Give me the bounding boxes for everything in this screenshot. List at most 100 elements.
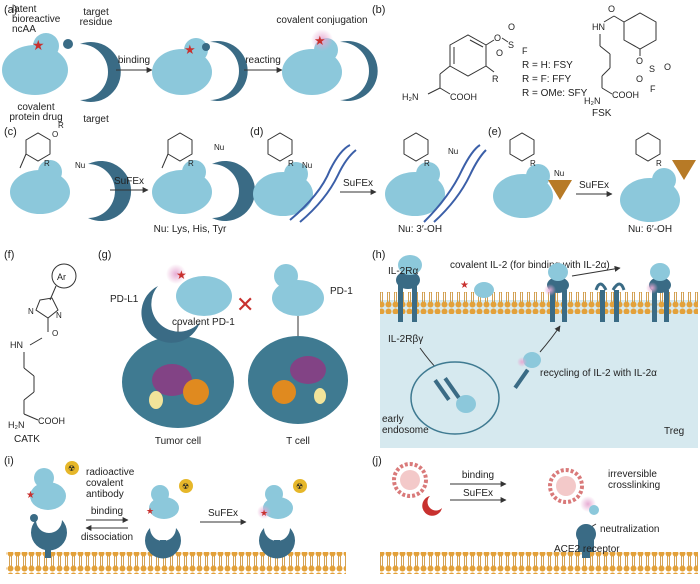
binding-arrow-label: binding (118, 55, 150, 66)
drug-lobe (33, 33, 59, 59)
text-line: covalent (86, 478, 123, 489)
o-atom: O (636, 74, 643, 84)
panel-g-label: (g) (98, 249, 111, 261)
cell-membrane (380, 552, 698, 574)
covalent-pd1-label: covalent PD-1 (172, 317, 235, 328)
panel-f-label: (f) (4, 249, 14, 261)
panel-c-caption: Nu: Lys, His, Tyr (154, 224, 227, 235)
o-atom: O (664, 62, 671, 72)
r-group: R (530, 159, 536, 168)
sufex-arrow-label: SuFEx (343, 178, 373, 189)
panel-e: (e) R Nu SuFEx R Nu: 6′-OH (488, 126, 696, 235)
fsy-structure: O S O O F R H₂N COOH (402, 22, 528, 102)
o-atom: O (508, 22, 515, 32)
nu-label: Nu (302, 161, 312, 170)
covalent-conjugation-label: covalent conjugation (276, 15, 367, 26)
s-atom: R (58, 121, 64, 130)
il2-receptor-left (396, 255, 422, 322)
block-cross-icon: ✕ (236, 292, 254, 317)
il2ra-label: IL-2Rα (388, 266, 418, 277)
sufex-label: SuFEx (208, 508, 238, 519)
receptor-unbound (30, 514, 68, 558)
text-line: early (382, 414, 404, 425)
cooh-label: COOH (450, 92, 477, 102)
r-h-fsy: R = H: FSY (522, 60, 573, 71)
panel-c: (c) O R R Nu SuFEx R Nu Nu: Lys, His, Ty… (4, 121, 256, 235)
sufex-rna-after: R Nu (385, 132, 487, 223)
r-group: R (44, 159, 50, 168)
text-line: irreversible (608, 469, 657, 480)
n-atom: N (28, 307, 34, 316)
f-atom: F (522, 46, 528, 56)
receptor-antibody-bound: ★ ☢ (145, 479, 193, 559)
ncaa-star-icon: ★ (26, 490, 35, 501)
il2-receptor-right (646, 263, 671, 322)
pd-l1-receptor (141, 286, 200, 343)
neutralization-label: neutralization (600, 524, 659, 535)
text-line: antibody (86, 489, 124, 500)
ar-label: Ar (57, 272, 66, 282)
r-group: R (288, 159, 294, 168)
receptor-antibody-conjugated: ★ ☢ (257, 479, 307, 559)
o-atom: O (608, 4, 615, 14)
text-line: radioactive (86, 467, 135, 478)
r-group: R (424, 159, 430, 168)
tumor-vesicle (149, 391, 163, 409)
dissociation-label: dissociation (81, 532, 133, 543)
o-atom: O (636, 56, 643, 66)
t-cell-nucleus (272, 380, 296, 404)
panel-c-label: (c) (4, 126, 17, 138)
h2n-label: H₂N (402, 92, 419, 102)
s-atom: S (508, 40, 514, 50)
cooh-label: COOH (38, 416, 65, 426)
recycling-receptor (513, 352, 541, 389)
nu-label: Nu (214, 143, 224, 152)
glycan-triangle (548, 180, 572, 200)
radioactive-icon (179, 479, 193, 493)
text-line: ncAA (12, 24, 36, 35)
tumor-organelle (152, 364, 192, 396)
t-cell-label: T cell (286, 436, 310, 447)
ncaa-star-icon: ★ (146, 506, 154, 516)
svg-text:☢: ☢ (182, 482, 189, 491)
rna-strand (289, 144, 351, 221)
r-group: R (188, 159, 194, 168)
il2rbg-label: IL-2Rβγ (388, 334, 423, 345)
sufex-sugar-before: R Nu (493, 132, 572, 218)
reacting-arrow-label: reacting (245, 55, 281, 66)
virus-unbound (392, 462, 428, 498)
radioactive-icon (293, 479, 307, 493)
ace2-receptor (576, 524, 596, 558)
text-line: endosome (382, 425, 429, 436)
free-il2 (474, 282, 494, 298)
svg-text:☢: ☢ (296, 482, 303, 491)
treg-label: Treg (664, 426, 684, 437)
binding-label: binding (462, 470, 494, 481)
sufex-rna-before: R Nu (253, 132, 357, 223)
panel-i-label: (i) (4, 455, 14, 467)
sufex-sugar-after: R (620, 132, 696, 222)
panel-j-label: (j) (372, 455, 382, 467)
r-group: R (656, 159, 662, 168)
svg-text:☢: ☢ (68, 464, 75, 473)
cell-membrane (380, 292, 698, 314)
radioactive-icon (65, 461, 79, 475)
target-protein (80, 42, 121, 102)
text-line: bioreactive (12, 14, 61, 25)
panel-g: (g) ★ PD-L1 covalent PD-1 Tumor cell ✕ P… (98, 249, 353, 447)
f-atom: F (650, 84, 656, 94)
drug-target-conjugated: ★ (282, 29, 378, 101)
il2-receptor-empty (594, 282, 626, 322)
fsk-label: FSK (592, 108, 612, 119)
tumor-cell-label: Tumor cell (155, 436, 201, 447)
recycling-arrow (539, 325, 561, 353)
h2n-label: H₂N (584, 96, 601, 106)
text-line: residue (80, 17, 113, 28)
covalent-pd1 (176, 276, 232, 316)
r-f-ffy: R = F: FFY (522, 74, 572, 85)
